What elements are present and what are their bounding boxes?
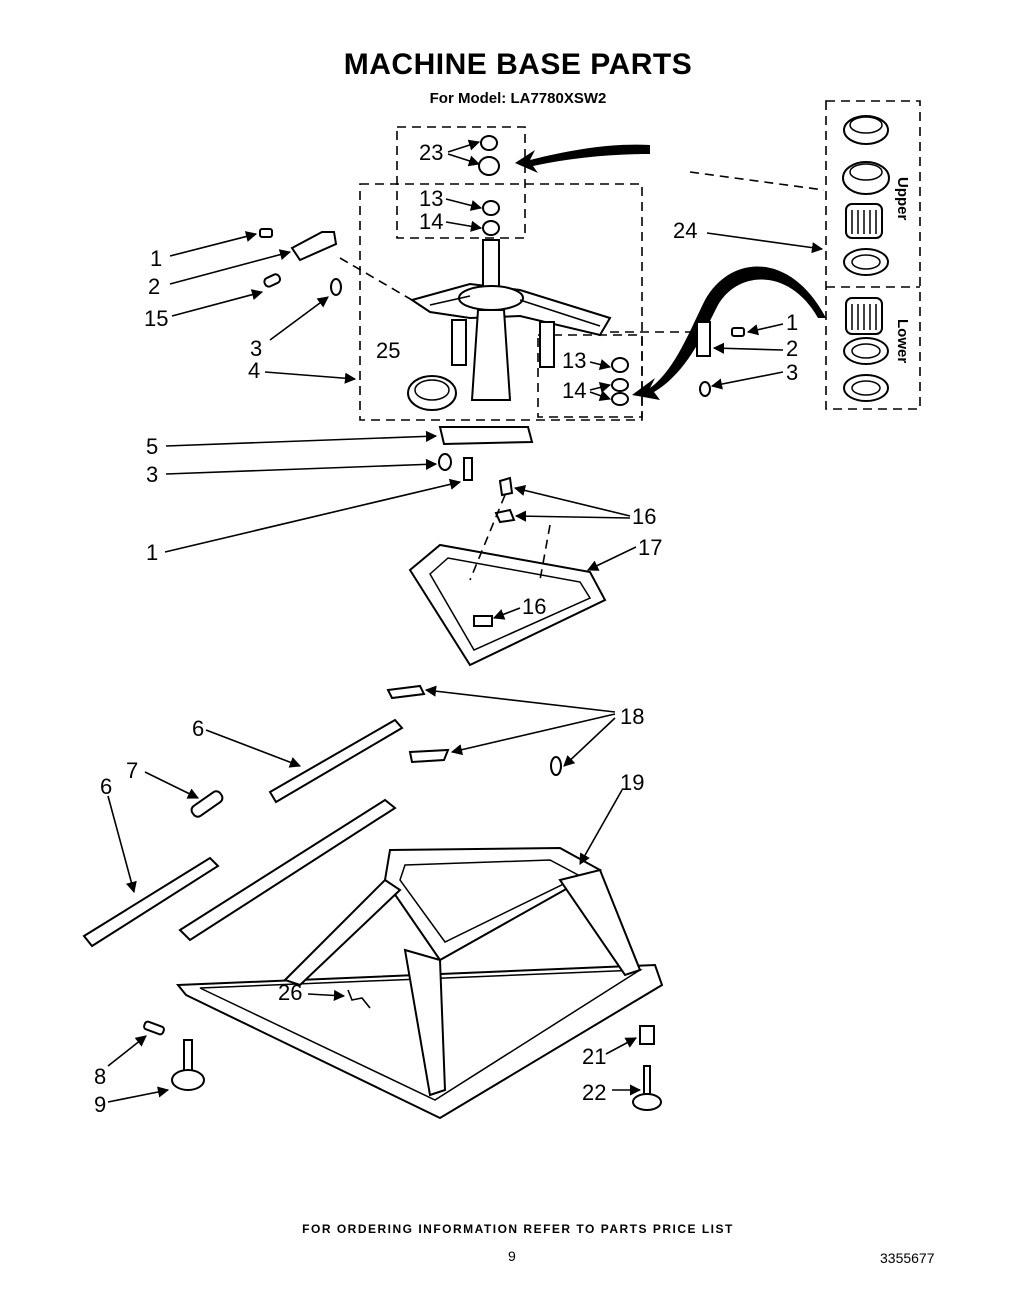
model-number: For Model: LA7780XSW2 <box>429 90 607 107</box>
callout-13: 13 <box>419 186 443 211</box>
callout-9: 9 <box>94 1092 106 1117</box>
callout-14: 14 <box>562 378 586 403</box>
nut-3 <box>438 453 452 471</box>
upper-bearings <box>842 115 890 276</box>
callout-24: 24 <box>673 218 697 243</box>
right-bracket-parts <box>696 321 745 397</box>
clip-18a <box>386 684 426 700</box>
upper-bearing-label: Upper <box>894 177 911 221</box>
callout-2: 2 <box>786 336 798 361</box>
seal-stack-lower <box>611 357 629 406</box>
machine-base <box>175 798 664 1120</box>
leader-lines <box>107 139 824 1103</box>
bracket-6-upper <box>268 718 404 804</box>
callout-15: 15 <box>144 306 168 331</box>
callout-6: 6 <box>192 716 204 741</box>
bearing-kit-box <box>825 100 921 410</box>
agitator-support <box>409 239 612 401</box>
clip-16a <box>498 476 514 497</box>
callout-22: 22 <box>582 1080 606 1105</box>
bearing-kit-arrow <box>632 266 826 400</box>
callout-7: 7 <box>126 758 138 783</box>
callout-13: 13 <box>562 348 586 373</box>
bracket-guide <box>339 257 413 301</box>
lower-bearing-label: Lower <box>894 319 911 363</box>
seal-25 <box>407 375 457 411</box>
callout-2: 2 <box>148 274 160 299</box>
callout-19: 19 <box>620 770 644 795</box>
foot-9 <box>171 1069 205 1091</box>
ordering-info-footer: FOR ORDERING INFORMATION REFER TO PARTS … <box>302 1222 734 1236</box>
page-title: MACHINE BASE PARTS <box>343 48 693 81</box>
callout-17: 17 <box>638 535 662 560</box>
clip-26 <box>347 989 371 1009</box>
bearing-kit-pointer <box>689 171 825 191</box>
document-number: 3355677 <box>880 1250 935 1266</box>
bracket-6-lower <box>82 856 220 948</box>
clip-18b <box>408 748 450 764</box>
callout-1: 1 <box>786 310 798 335</box>
clip-18c <box>550 756 562 776</box>
callout-18: 18 <box>620 704 644 729</box>
nut-21 <box>639 1025 655 1045</box>
callout-16: 16 <box>632 504 656 529</box>
callout-26: 26 <box>278 980 302 1005</box>
callout-21: 21 <box>582 1044 606 1069</box>
callout-1: 1 <box>150 246 162 271</box>
callout-3: 3 <box>250 336 262 361</box>
clip-16b <box>494 508 516 524</box>
bolt-8 <box>143 1020 165 1036</box>
callout-6: 6 <box>100 774 112 799</box>
agitator-support-group-box <box>359 183 643 421</box>
callout-numbers: 1 2 15 3 4 25 23 13 14 24 1 2 3 13 14 5 … <box>94 140 798 1117</box>
bracket-5 <box>438 426 534 446</box>
callout-3: 3 <box>146 462 158 487</box>
callout-14: 14 <box>419 209 443 234</box>
foot-22 <box>632 1093 662 1111</box>
callout-1: 1 <box>146 540 158 565</box>
top-seal-group-box <box>396 126 526 239</box>
top-pointer-arrow <box>515 144 650 173</box>
screw-1 <box>463 457 473 481</box>
leg-stem-22 <box>643 1065 651 1095</box>
callout-5: 5 <box>146 434 158 459</box>
frame-17 <box>408 543 607 667</box>
callout-16: 16 <box>522 594 546 619</box>
lower-seal-group-box <box>537 334 643 418</box>
leg-stem-9 <box>183 1039 193 1073</box>
clip-16c <box>473 615 493 627</box>
callout-8: 8 <box>94 1064 106 1089</box>
seal-stack-top <box>478 135 500 236</box>
page-number: 9 <box>508 1248 516 1264</box>
left-bracket-parts <box>259 228 342 296</box>
spring-7 <box>190 790 224 818</box>
callout-25: 25 <box>376 338 400 363</box>
lower-bearings <box>843 297 889 402</box>
callout-4: 4 <box>248 358 260 383</box>
callout-3: 3 <box>786 360 798 385</box>
callout-23: 23 <box>419 140 443 165</box>
